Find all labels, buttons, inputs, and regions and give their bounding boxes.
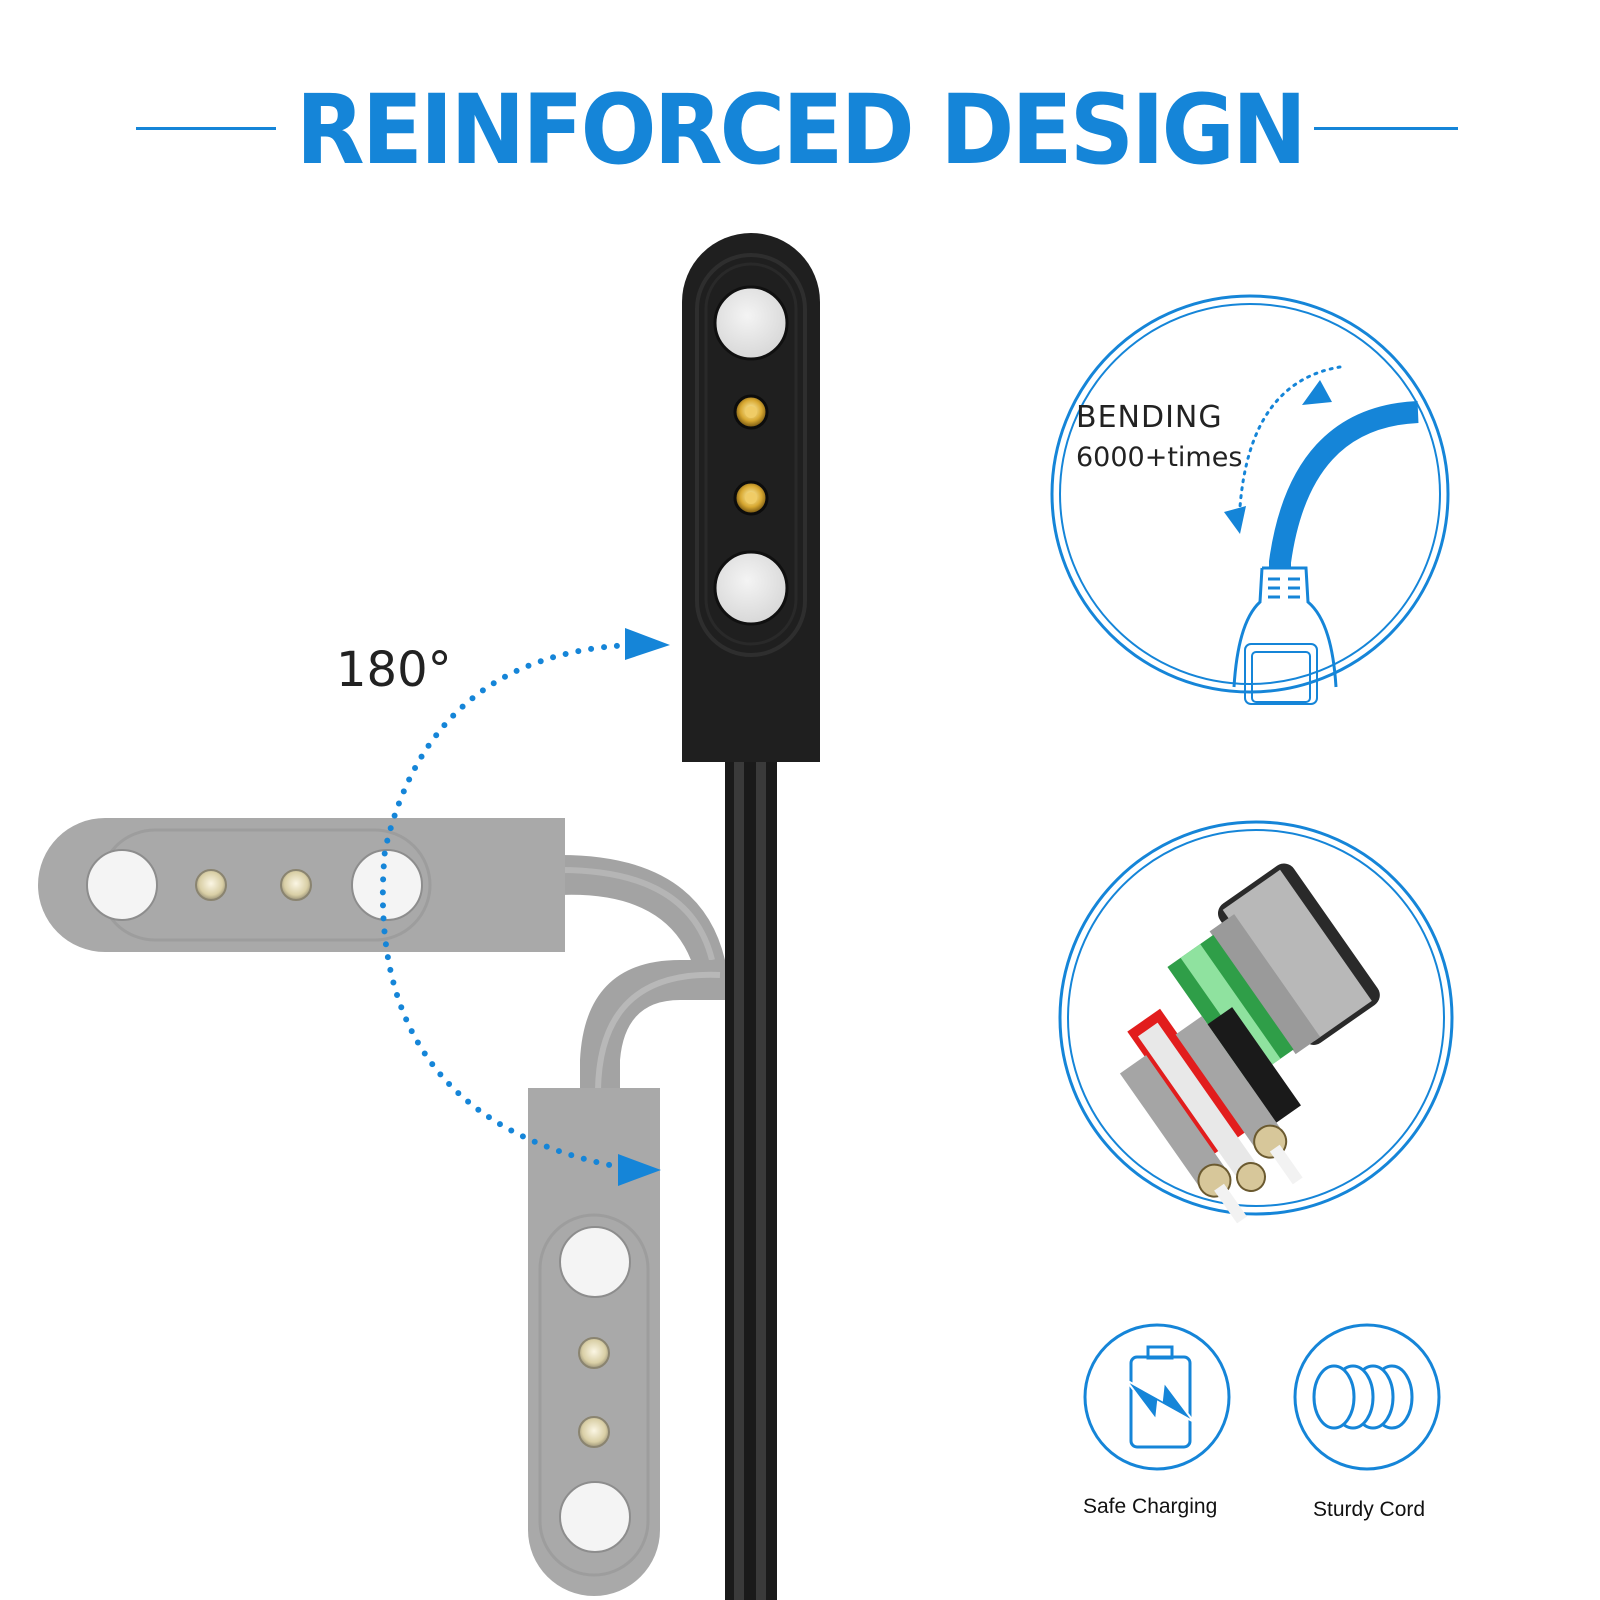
- bending-title: BENDING: [1076, 400, 1223, 435]
- title-rule-right: [1314, 127, 1458, 130]
- rotation-angle-label: 180°: [336, 642, 452, 698]
- main-connector[interactable]: [682, 233, 820, 762]
- ghost-connector-horizontal: [38, 818, 725, 1000]
- ghost-connector-vertical: [528, 1088, 660, 1596]
- battery-lightning-icon: [1083, 1323, 1231, 1471]
- page-title: REINFORCED DESIGN: [295, 74, 1307, 186]
- header: REINFORCED DESIGN: [0, 70, 1600, 190]
- black-cable: [725, 760, 777, 1600]
- title-rule-left: [136, 127, 276, 130]
- ghost-cable-bend: [580, 960, 725, 1091]
- cable-cross-section-image: [1058, 820, 1454, 1224]
- coil-rings-icon: [1293, 1323, 1441, 1471]
- bending-count: 6000+times: [1076, 442, 1243, 473]
- badge-safe-charging-label: Safe Charging: [1083, 1495, 1218, 1518]
- badge-sturdy-cord-label: Sturdy Cord: [1313, 1498, 1426, 1521]
- bending-cable-icon: [1050, 294, 1450, 705]
- rotation-arc-arrow: [379, 628, 670, 1186]
